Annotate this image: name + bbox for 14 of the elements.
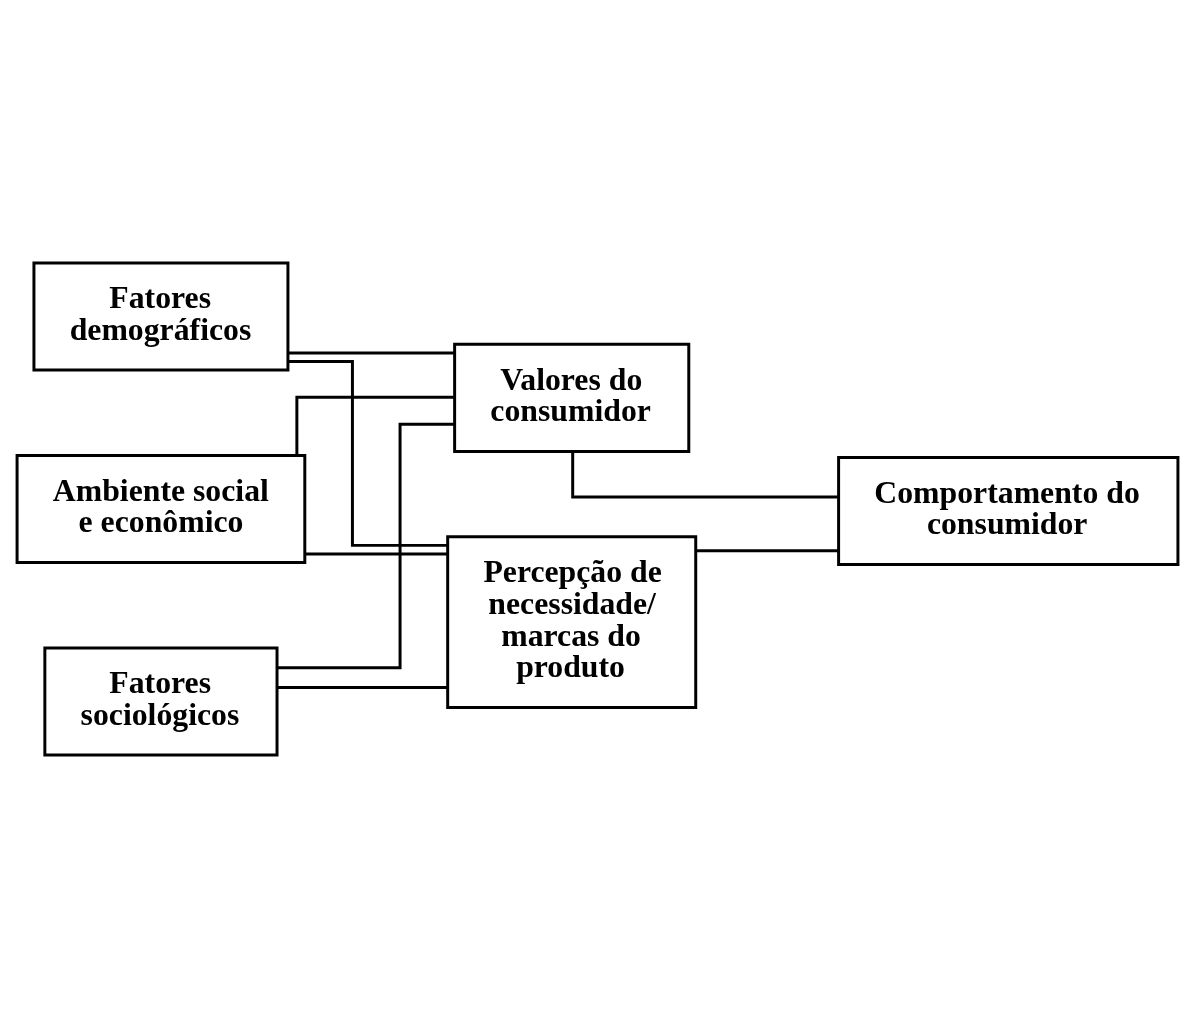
connector [696, 549, 838, 553]
connector [288, 351, 455, 355]
node-box: Fatores sociológicos [43, 646, 279, 757]
node-box: Percepção de necessidade/ marcas do produto [446, 535, 698, 709]
node-box: Comportamento do consumidor [837, 455, 1180, 567]
connector [277, 686, 448, 690]
connector [277, 422, 455, 670]
connector [295, 395, 455, 456]
node-box: Ambiente social e econômico [15, 453, 307, 565]
node-box: Valores do consumidor [453, 342, 691, 453]
connector [305, 552, 448, 556]
node-box: Fatores demográficos [32, 261, 290, 372]
connector [571, 451, 838, 499]
connector [288, 360, 448, 547]
